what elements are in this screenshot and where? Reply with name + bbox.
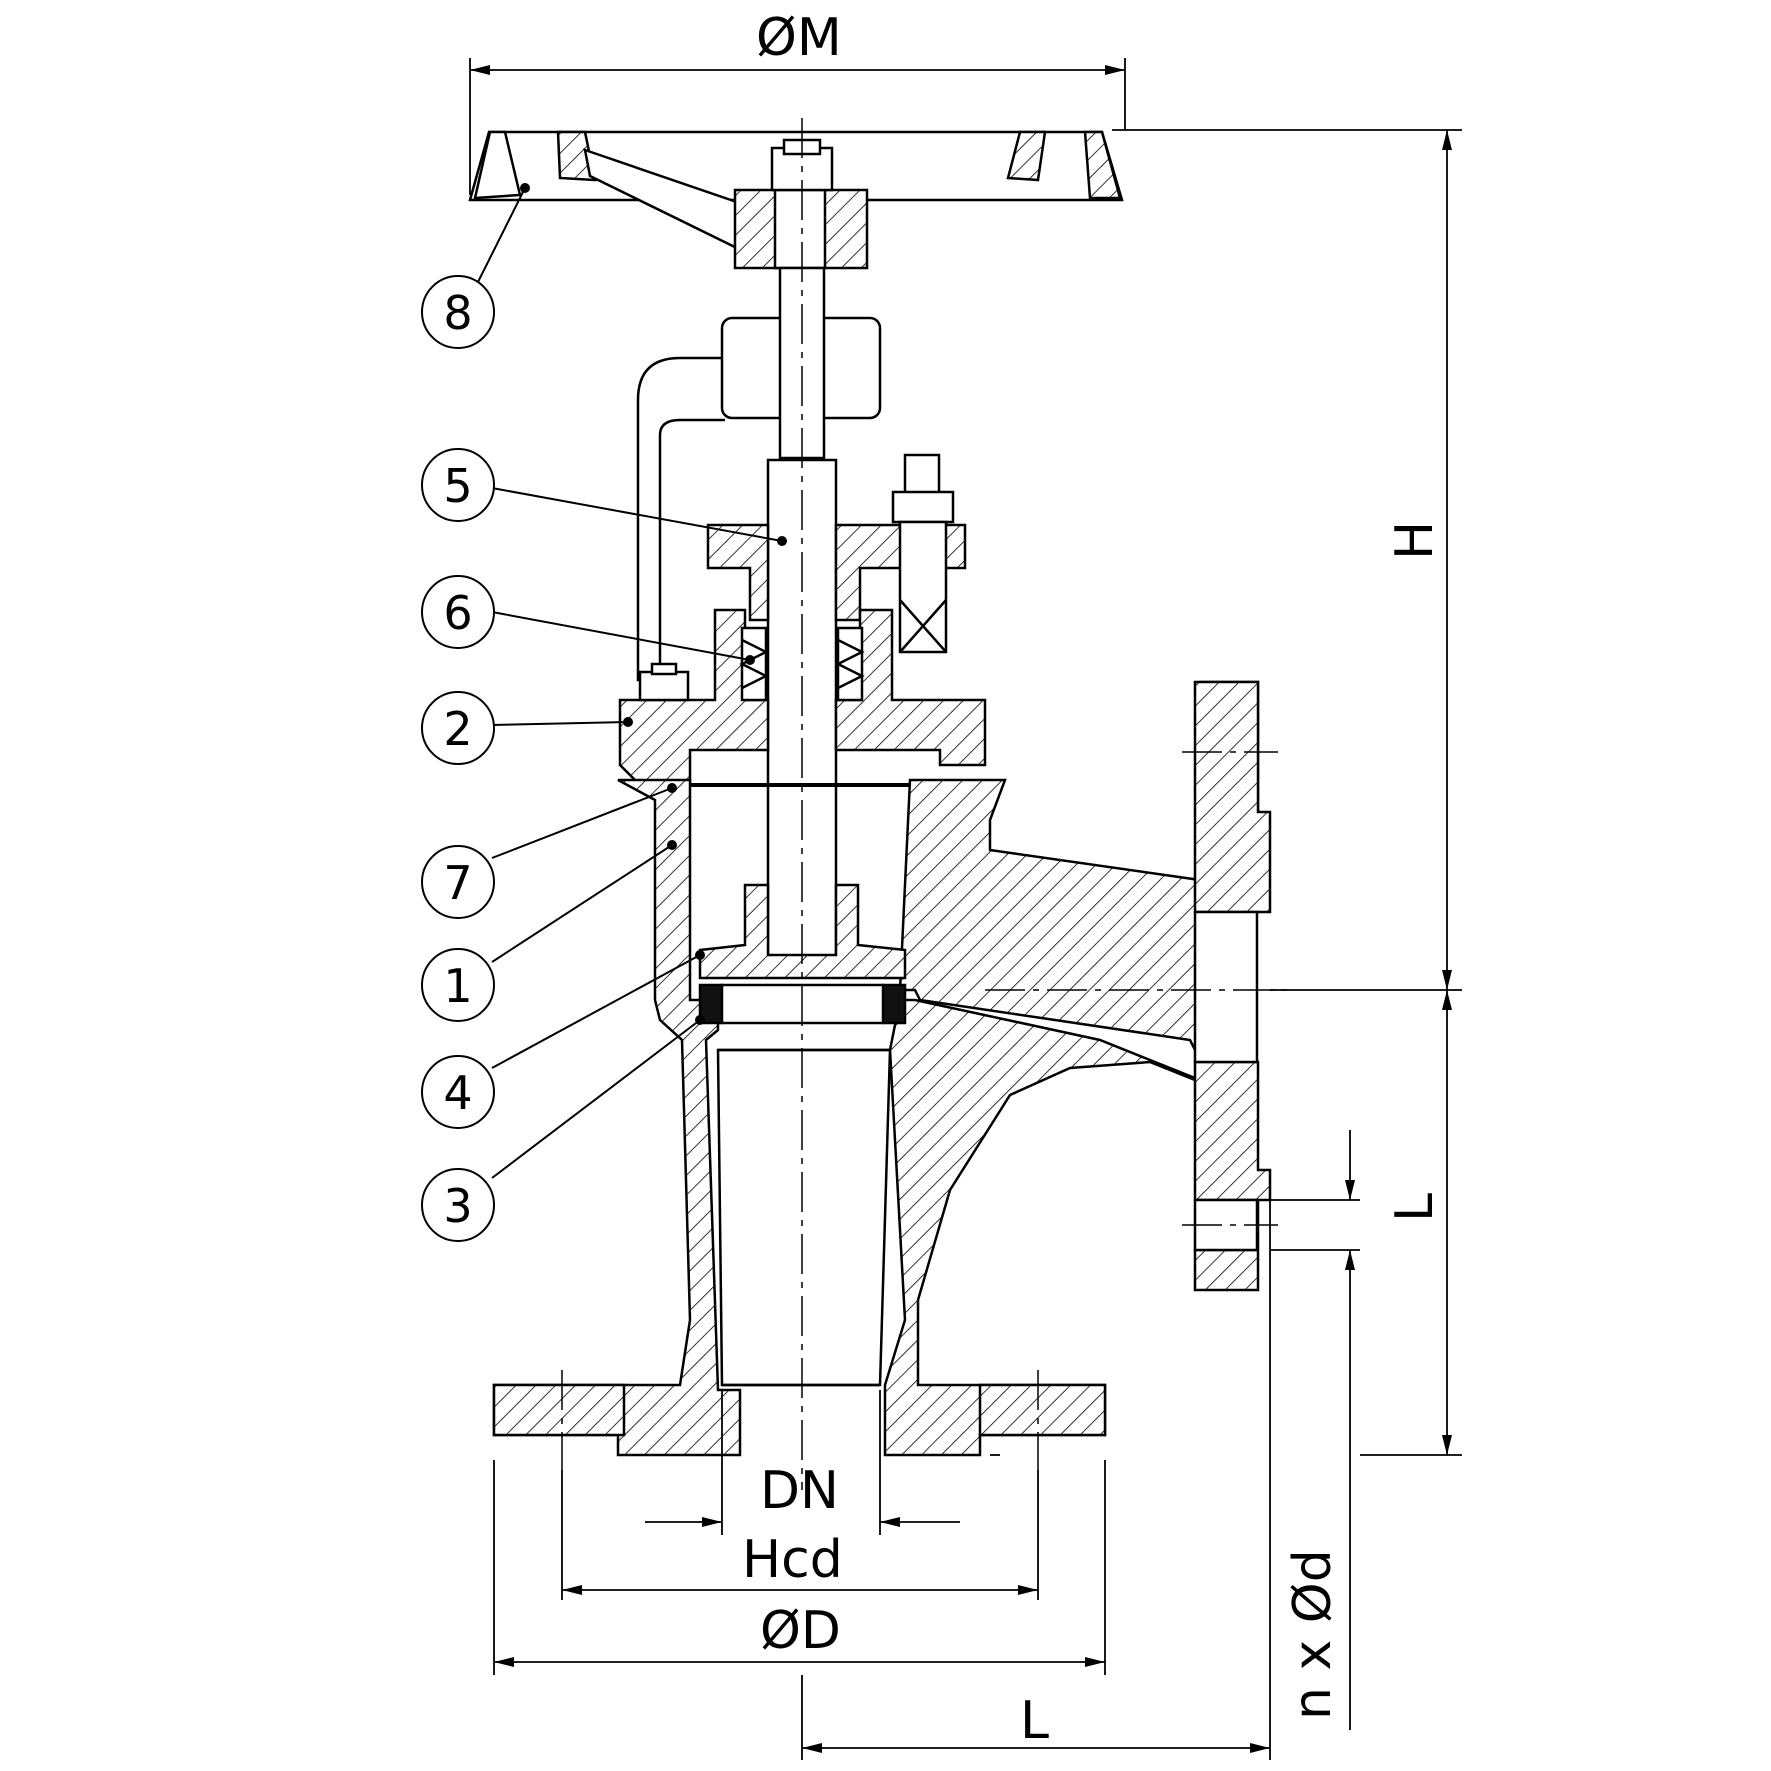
bonnet-bolt-nut bbox=[638, 670, 690, 702]
dim-bolt-holes: n x Ød bbox=[1283, 1549, 1343, 1720]
handwheel-rim-left-section bbox=[556, 130, 597, 182]
hub-bore bbox=[773, 188, 827, 270]
bonnet-bolt-head bbox=[650, 662, 678, 676]
dim-diameter-D: ØD bbox=[760, 1601, 841, 1661]
side-flange-upper bbox=[1193, 680, 1272, 914]
svg-text:1: 1 bbox=[443, 959, 472, 1013]
dim-height-H: H bbox=[1385, 521, 1445, 560]
callout-7: 7 bbox=[421, 845, 495, 919]
dim-side-L: L bbox=[1385, 1193, 1445, 1222]
handwheel-rim-right-outer bbox=[1083, 130, 1122, 200]
svg-text:8: 8 bbox=[443, 286, 472, 340]
svg-text:7: 7 bbox=[443, 856, 472, 910]
svg-text:6: 6 bbox=[443, 586, 472, 640]
svg-text:3: 3 bbox=[443, 1179, 472, 1233]
body-bore bbox=[716, 1048, 892, 1387]
handwheel bbox=[468, 130, 1124, 270]
seat-ring-right bbox=[881, 983, 907, 1025]
gland-bolt bbox=[891, 453, 955, 654]
callout-4: 4 bbox=[421, 1055, 495, 1129]
yoke-arm-left bbox=[636, 356, 725, 682]
handwheel-rim-left-outer bbox=[473, 130, 522, 200]
callout-2: 2 bbox=[421, 691, 495, 765]
svg-text:4: 4 bbox=[443, 1066, 472, 1120]
handwheel-rim-right-section bbox=[1006, 130, 1047, 182]
packing-rings-left bbox=[739, 626, 769, 702]
svg-text:5: 5 bbox=[443, 459, 472, 513]
yoke bbox=[636, 316, 882, 682]
callout-6: 6 bbox=[421, 575, 495, 649]
dim-Hcd: Hcd bbox=[742, 1530, 843, 1590]
bonnet bbox=[618, 608, 987, 787]
bottom-flange-right-edge bbox=[978, 1383, 1107, 1437]
dim-DN: DN bbox=[760, 1461, 839, 1521]
dim-bottom-L: L bbox=[1020, 1691, 1049, 1751]
stem-upper bbox=[778, 266, 826, 460]
callout-3: 3 bbox=[421, 1168, 495, 1242]
callout-8: 8 bbox=[421, 275, 495, 349]
bottom-flange-left-edge bbox=[492, 1383, 626, 1437]
callout-1: 1 bbox=[421, 948, 495, 1022]
gland-flange-left bbox=[706, 523, 770, 622]
dim-diameter-M: ØM bbox=[756, 8, 842, 68]
side-flange-lower bbox=[1193, 1060, 1272, 1292]
callout-dots bbox=[520, 183, 787, 1025]
callout-5: 5 bbox=[421, 448, 495, 522]
side-flange-bore bbox=[1193, 910, 1259, 1064]
svg-text:2: 2 bbox=[443, 702, 472, 756]
center-lines bbox=[561, 118, 1290, 1490]
valve-body bbox=[492, 680, 1272, 1457]
packing-rings-right bbox=[835, 626, 865, 702]
callouts bbox=[477, 187, 783, 1179]
dimension-lines bbox=[469, 58, 1462, 1760]
